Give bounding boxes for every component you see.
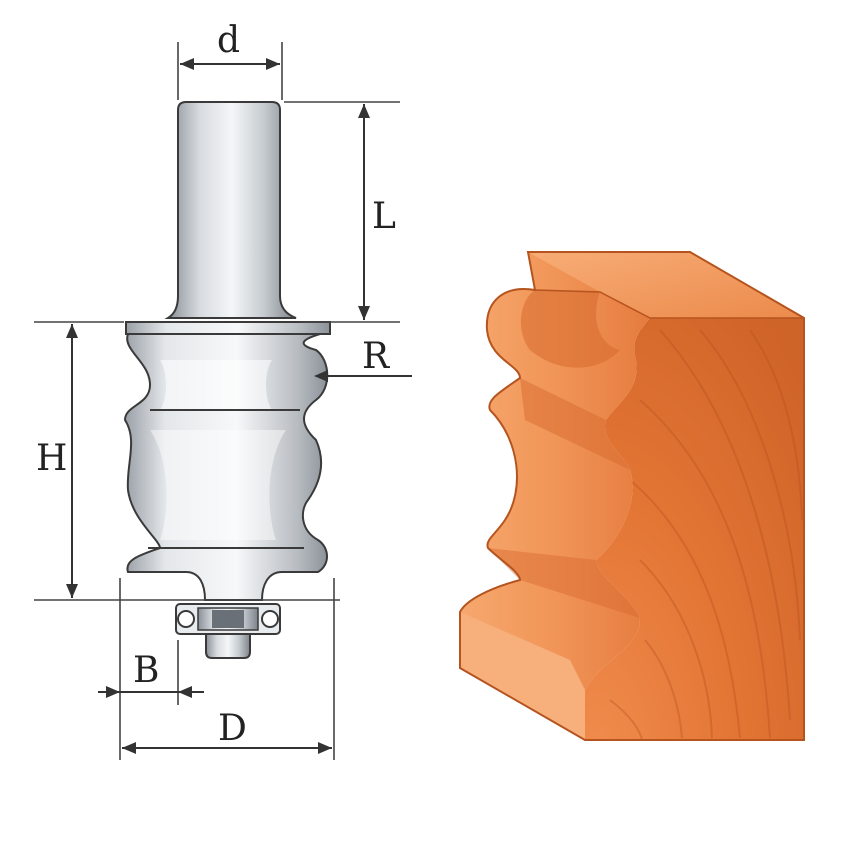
- bearing: [175, 603, 281, 635]
- wood-face-shade-1: [520, 290, 620, 368]
- wood-outline: [459, 251, 805, 741]
- top-flange: [125, 321, 331, 335]
- lower-waist-band: [150, 430, 286, 540]
- wood-grain: [609, 329, 803, 741]
- wood-top-surface: [528, 252, 804, 318]
- shank: [164, 101, 297, 319]
- wood-molded-face: [460, 252, 650, 740]
- wood-profile: [459, 251, 805, 741]
- wood-end-grain: [585, 318, 804, 740]
- router-bit: [123, 101, 331, 659]
- wood-face-shade-2: [520, 378, 630, 470]
- R-label: R: [362, 336, 390, 377]
- H-label: H: [36, 438, 67, 479]
- wood-bottom-front: [460, 612, 585, 740]
- d-label: d: [217, 20, 240, 61]
- dimensions: d L R H B D: [34, 20, 412, 760]
- bearing-screw: [205, 633, 251, 659]
- wood-face-shade-3: [488, 548, 640, 618]
- B-label: B: [133, 650, 159, 691]
- L-label: L: [372, 196, 396, 237]
- upper-waist-band: [160, 360, 272, 410]
- D-label: D: [218, 708, 247, 749]
